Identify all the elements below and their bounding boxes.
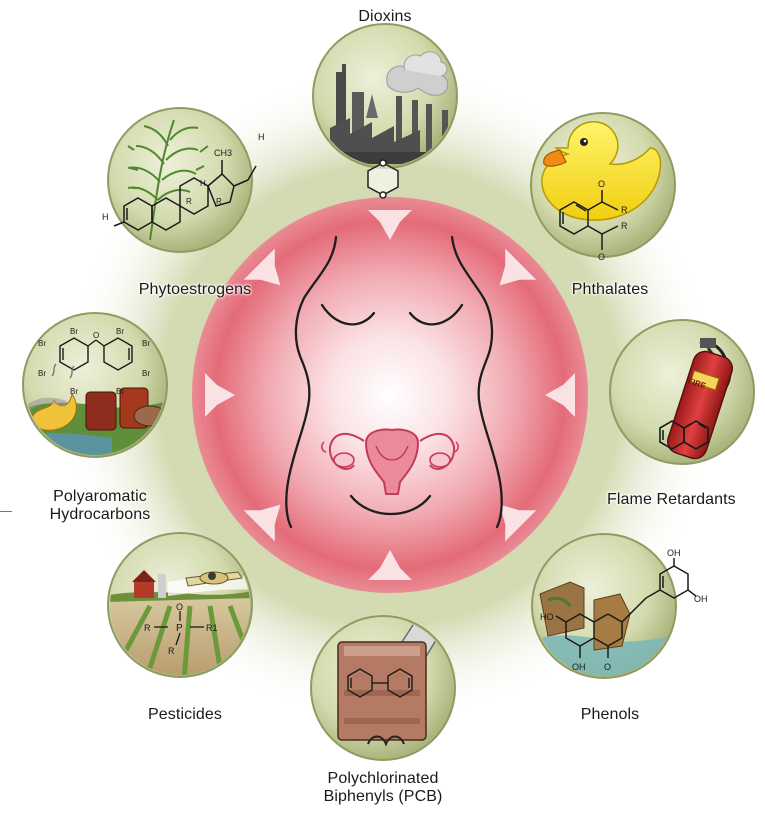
pesticide-r1: R1 (206, 623, 218, 633)
label-pcb-line1: Polychlorinated (310, 770, 456, 788)
pah-br-5: Br (38, 369, 46, 378)
pesticide-p: P (176, 623, 183, 634)
phyto-ch3: CH3 (214, 148, 232, 158)
label-phytoestrogens: Phytoestrogens (120, 281, 270, 299)
label-flame-retardants: Flame Retardants (607, 491, 765, 509)
pesticide-r-left: R (144, 623, 151, 633)
phenol-oh-right: OH (694, 594, 708, 604)
node-flame-retardants: FIRE (610, 320, 754, 464)
phenol-oh-bottom: OH (572, 662, 586, 672)
phthalate-r-bottom: R (621, 221, 628, 231)
label-phthalates: Phthalates (555, 281, 665, 299)
phenol-ho-left: HO (540, 612, 554, 622)
phenol-o-bottom: O (604, 662, 611, 672)
pah-br-2: Br (116, 327, 124, 336)
pah-br-4: Br (142, 339, 150, 348)
pesticide-r-bottom: R (168, 646, 175, 656)
phyto-r-2: R (216, 197, 222, 206)
pah-br-3: Br (38, 339, 46, 348)
phyto-r-1: R (186, 197, 192, 206)
pesticide-o: O (176, 602, 183, 612)
pah-o: O (93, 331, 99, 340)
label-pah-line1: Polyaromatic (30, 488, 170, 506)
phyto-h: H (200, 179, 206, 188)
phthalate-o-bottom: O (598, 252, 605, 262)
left-edge-divider (0, 511, 12, 512)
pah-br-8: Br (116, 387, 124, 396)
label-pesticides: Pesticides (130, 706, 240, 724)
label-pcb-line2: Biphenyls (PCB) (310, 788, 456, 806)
center-glow (192, 197, 588, 593)
label-dioxins: Dioxins (335, 8, 435, 26)
pah-br-6: Br (142, 369, 150, 378)
phenol-oh-top: OH (667, 548, 681, 558)
phyto-ho: H (102, 212, 109, 222)
pah-br-1: Br (70, 327, 78, 336)
label-pah-line2: Hydrocarbons (30, 506, 170, 524)
phyto-oh: H (258, 132, 265, 142)
phthalate-r-top: R (621, 205, 628, 215)
label-phenols: Phenols (560, 706, 660, 724)
phthalate-o-top: O (598, 179, 605, 189)
node-phenols: OH OH HO OH O (532, 534, 708, 684)
pah-br-7: Br (70, 387, 78, 396)
